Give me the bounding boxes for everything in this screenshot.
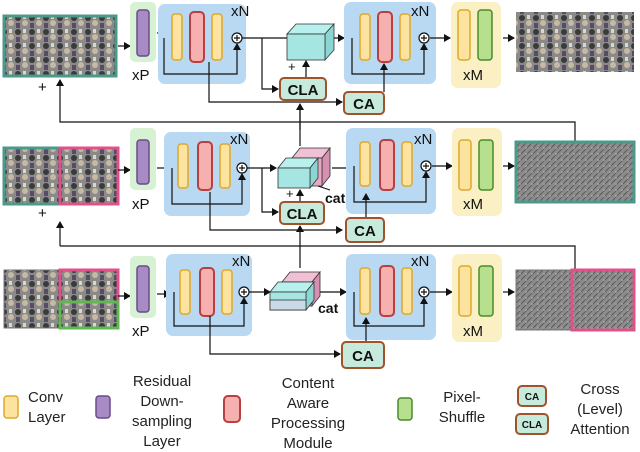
legend-rds-line2: Down- bbox=[140, 393, 183, 410]
capm-module bbox=[379, 265, 395, 317]
concat-cube bbox=[277, 146, 331, 190]
label-xN: xN bbox=[231, 3, 249, 20]
legend-ps-swatch bbox=[397, 397, 413, 421]
legend: Conv Layer Residual Down- sampling Layer… bbox=[3, 373, 630, 452]
legend-rds-line1: Residual bbox=[133, 373, 191, 390]
conv-layer bbox=[458, 265, 472, 317]
pixel-shuffle-layer bbox=[477, 9, 493, 61]
residual-downsampling-layer bbox=[136, 265, 150, 313]
crop-frame-green bbox=[58, 300, 120, 330]
label-xM: xM bbox=[463, 196, 483, 213]
output-image bbox=[516, 12, 634, 72]
conv-layer bbox=[179, 269, 191, 315]
conv-layer bbox=[401, 141, 413, 187]
label-xN: xN bbox=[232, 253, 250, 270]
legend-cross-line2: (Level) bbox=[577, 401, 623, 418]
conv-layer bbox=[177, 143, 189, 189]
cat-label: cat bbox=[325, 190, 346, 206]
feature-cube bbox=[286, 22, 335, 62]
cat-label: cat bbox=[318, 300, 339, 316]
legend-cla-swatch bbox=[515, 413, 549, 435]
pixel-shuffle-layer bbox=[478, 265, 494, 317]
legend-capm-line1: Content bbox=[282, 375, 335, 392]
row-1: xP xN + CLA xN CA bbox=[2, 2, 634, 142]
legend-capm-swatch bbox=[223, 395, 241, 423]
label-xP: xP bbox=[132, 67, 150, 84]
legend-ps-line2: Shuffle bbox=[439, 409, 485, 426]
ca-module bbox=[343, 91, 385, 115]
conv-layer bbox=[359, 13, 371, 61]
row-3: xP xN cat xN CA bbox=[3, 225, 636, 369]
plus-sign: + bbox=[288, 59, 296, 74]
legend-ca-icon-label: CA bbox=[525, 392, 539, 403]
legend-capm-line2: Aware bbox=[287, 395, 329, 412]
label-xN: xN bbox=[411, 253, 429, 270]
row-2: xP xN cat + CLA bbox=[2, 103, 636, 270]
residual-downsampling-layer bbox=[136, 139, 150, 185]
ca-module bbox=[341, 341, 385, 369]
concat-cube bbox=[269, 270, 321, 312]
conv-layer bbox=[211, 13, 223, 61]
cla-label: CLA bbox=[288, 82, 319, 99]
legend-conv-line2: Layer bbox=[28, 409, 66, 426]
ca-label: CA bbox=[353, 96, 375, 113]
capm-module bbox=[199, 267, 215, 317]
label-xP: xP bbox=[132, 323, 150, 340]
residual-output-image bbox=[515, 269, 635, 331]
conv-layer bbox=[458, 139, 472, 191]
capm-module bbox=[379, 139, 395, 191]
label-xN: xN bbox=[411, 3, 429, 20]
ca-label: CA bbox=[352, 348, 374, 365]
cla-label: CLA bbox=[287, 206, 318, 223]
plus-sign: + bbox=[286, 186, 294, 201]
legend-rds-line3: sampling bbox=[132, 413, 192, 430]
residual-downsampling-layer bbox=[136, 9, 150, 57]
label-xM: xM bbox=[463, 67, 483, 84]
capm-module bbox=[189, 11, 205, 63]
conv-layer bbox=[401, 267, 413, 315]
legend-rds-swatch bbox=[95, 395, 111, 419]
legend-ca-swatch bbox=[517, 385, 547, 407]
legend-cla-icon-label: CLA bbox=[522, 420, 543, 431]
residual-output-image bbox=[514, 140, 636, 204]
legend-conv-swatch bbox=[3, 395, 19, 419]
conv-layer bbox=[171, 13, 183, 61]
legend-capm-line4: Module bbox=[283, 435, 332, 452]
plus-sign: + bbox=[38, 79, 47, 96]
pixel-shuffle-layer bbox=[478, 139, 494, 191]
legend-cross-line3: Attention bbox=[570, 421, 629, 438]
crop-frame bbox=[58, 146, 120, 206]
legend-ps-line1: Pixel- bbox=[443, 389, 481, 406]
capm-module bbox=[377, 11, 393, 63]
label-xM: xM bbox=[463, 323, 483, 340]
legend-conv-line1: Conv bbox=[28, 389, 64, 406]
label-xN: xN bbox=[414, 131, 432, 148]
conv-layer bbox=[359, 267, 371, 315]
conv-layer bbox=[359, 141, 371, 187]
label-xN: xN bbox=[230, 131, 248, 148]
legend-cross-line1: Cross bbox=[580, 381, 619, 398]
cla-module bbox=[279, 201, 325, 225]
conv-layer bbox=[457, 9, 471, 61]
ca-module bbox=[345, 217, 385, 243]
capm-module bbox=[197, 141, 213, 191]
plus-sign: + bbox=[38, 205, 47, 222]
label-xP: xP bbox=[132, 196, 150, 213]
legend-capm-line3: Processing bbox=[271, 415, 345, 432]
legend-rds-line4: Layer bbox=[143, 433, 181, 450]
conv-layer bbox=[399, 13, 411, 61]
cla-module bbox=[279, 77, 327, 101]
input-image-full bbox=[2, 14, 118, 78]
ca-label: CA bbox=[354, 223, 376, 240]
crop-frame-pink bbox=[570, 268, 636, 332]
conv-layer bbox=[221, 269, 233, 315]
conv-layer bbox=[219, 143, 231, 189]
